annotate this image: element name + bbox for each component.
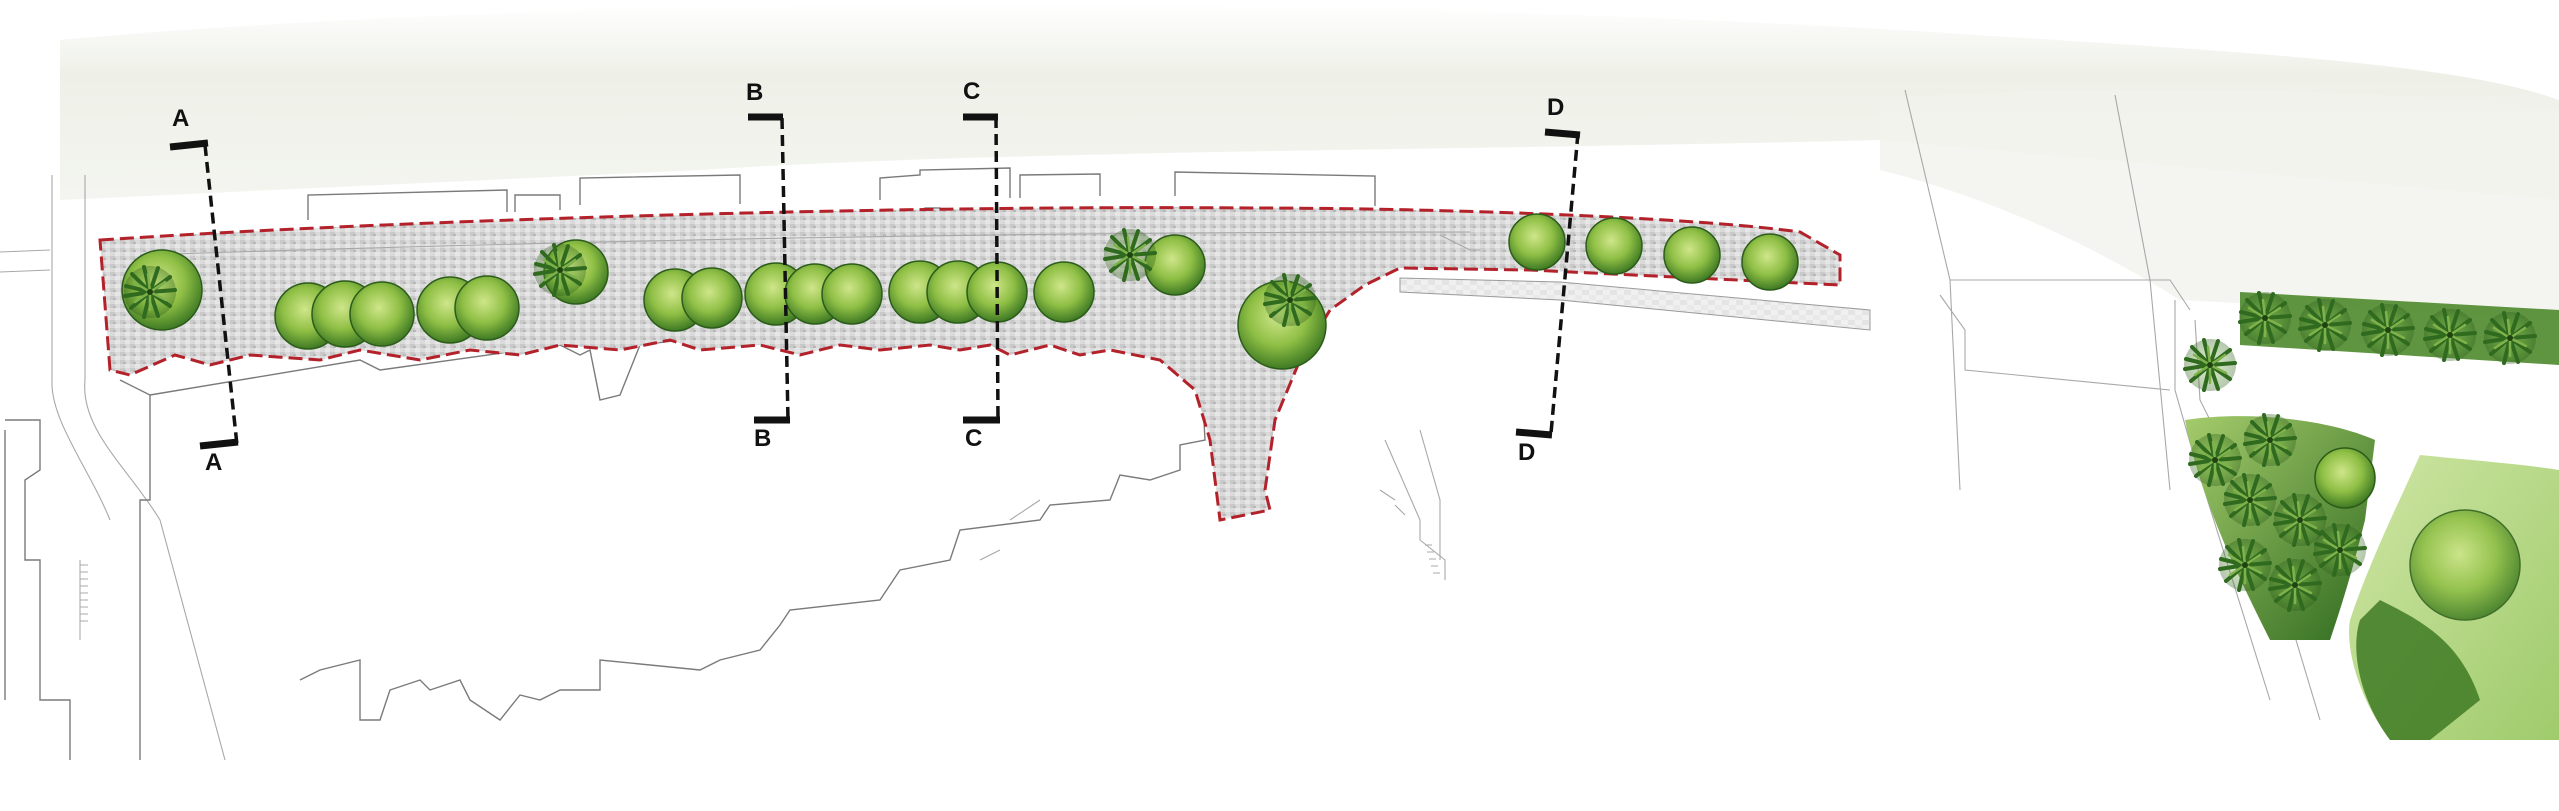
tree-canopy-icon bbox=[454, 275, 520, 341]
section-tick-d-top bbox=[1544, 128, 1581, 139]
palm-tree-icon bbox=[2297, 297, 2353, 353]
tree-canopy-icon bbox=[1663, 226, 1721, 284]
palm-tree-icon bbox=[122, 264, 178, 320]
palm-tree-icon bbox=[532, 242, 588, 298]
section-label-a-top: A bbox=[172, 105, 189, 132]
palm-tree-icon bbox=[2222, 472, 2278, 528]
section-tick-d-bottom bbox=[1515, 428, 1553, 439]
section-label-b-top: B bbox=[746, 79, 763, 106]
palm-tree-icon bbox=[2312, 522, 2368, 578]
palm-tree-icon bbox=[1102, 227, 1158, 283]
palm-tree-icon bbox=[2217, 537, 2273, 593]
site-boundary bbox=[98, 206, 1842, 522]
section-label-c-top: C bbox=[963, 78, 980, 105]
section-label-c-bottom: C bbox=[965, 425, 982, 452]
palm-tree-icon bbox=[2242, 412, 2298, 468]
tree-canopy-icon bbox=[1741, 233, 1799, 291]
tree-canopy-icon bbox=[349, 281, 415, 347]
promenade-area bbox=[100, 207, 1840, 520]
palm-tree-icon bbox=[2267, 557, 2323, 613]
palm-tree-icon bbox=[2182, 337, 2238, 393]
woodland bbox=[2356, 600, 2480, 740]
section-tick-a-bottom bbox=[199, 438, 239, 450]
palm-tree-icon bbox=[2422, 307, 2478, 363]
east-green-space bbox=[2182, 290, 2559, 740]
buildings-north bbox=[307, 167, 1376, 221]
palm-tree-icon bbox=[2482, 310, 2538, 366]
tree-canopy-icon bbox=[2314, 447, 2376, 509]
tree-canopy-icon bbox=[1585, 217, 1643, 275]
section-label-d-bottom: D bbox=[1518, 439, 1535, 466]
section-tick-a-top bbox=[169, 139, 209, 151]
palm-tree-icon bbox=[1262, 272, 1318, 328]
palm-tree-icon bbox=[2187, 432, 2243, 488]
background-haze-east bbox=[1880, 89, 2559, 320]
tree-canopy-icon bbox=[1033, 261, 1095, 323]
tree-row bbox=[121, 213, 1799, 370]
section-cut-lines bbox=[169, 113, 1581, 450]
palm-tree-icon bbox=[2360, 302, 2416, 358]
tree-canopy-icon bbox=[2409, 509, 2521, 621]
tree-canopy-icon bbox=[821, 263, 883, 325]
palm-tree-icon bbox=[2237, 290, 2293, 346]
tree-canopy-icon bbox=[1508, 213, 1566, 271]
promenade-east-strip bbox=[1399, 277, 1871, 331]
section-label-d-top: D bbox=[1547, 94, 1564, 121]
building-block-south bbox=[119, 324, 1206, 760]
background-haze bbox=[60, 4, 2559, 200]
section-label-b-bottom: B bbox=[754, 425, 771, 452]
section-label-a-bottom: A bbox=[205, 449, 222, 476]
section-labels: A A B B C C D D bbox=[172, 78, 1564, 476]
tree-canopy-icon bbox=[681, 267, 743, 329]
